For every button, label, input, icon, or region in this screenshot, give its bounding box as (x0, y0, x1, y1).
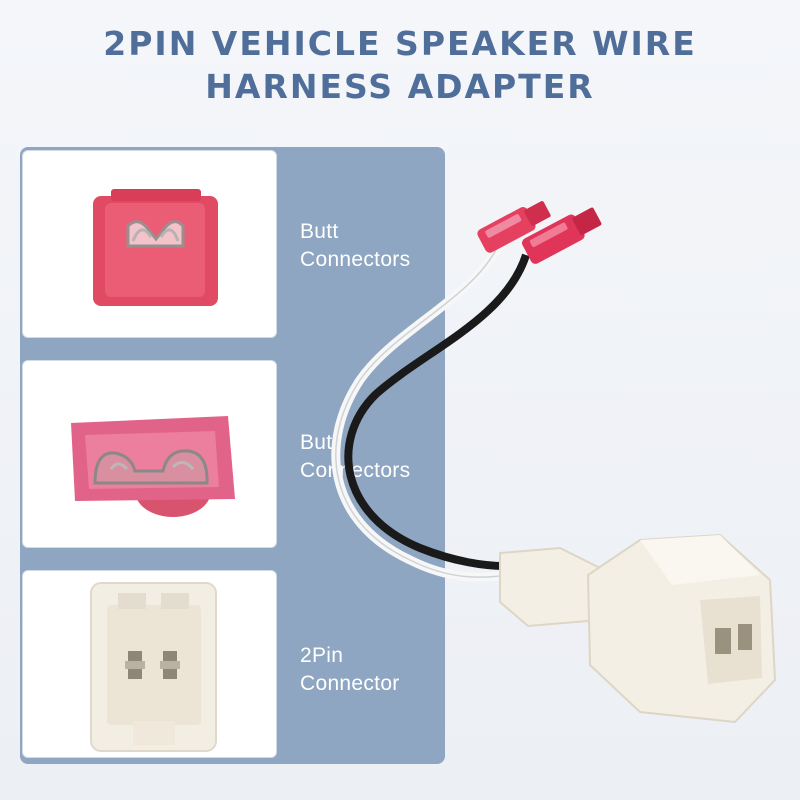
2pin-connector-closeup-image (22, 570, 277, 758)
feature-label-line: Connectors (300, 459, 411, 482)
2pin-connector-icon (90, 582, 217, 752)
title-line-2: HARNESS ADAPTER (205, 67, 595, 106)
wire-harness-product-image (331, 201, 777, 724)
feature-label-line: Butt (300, 431, 339, 454)
butt-connector-angled-icon (71, 416, 235, 517)
feature-label-line: Connectors (300, 248, 411, 271)
page-title: 2PIN VEHICLE SPEAKER WIRE HARNESS ADAPTE… (0, 22, 800, 108)
butt-connector-angle-image (22, 360, 277, 548)
feature-label-line: 2Pin (300, 644, 344, 667)
feature-label-butt-connectors-1: Butt Connectors (300, 218, 410, 274)
title-line-1: 2PIN VEHICLE SPEAKER WIRE (103, 24, 697, 63)
feature-label-butt-connectors-2: Butt Connectors (300, 429, 410, 485)
feature-label-2pin-connector: 2Pin Connector (300, 642, 400, 698)
feature-label-line: Butt (300, 220, 339, 243)
butt-connector-closeup-image (22, 150, 277, 338)
butt-connector-icon (93, 189, 218, 306)
feature-label-line: Connector (300, 672, 400, 695)
